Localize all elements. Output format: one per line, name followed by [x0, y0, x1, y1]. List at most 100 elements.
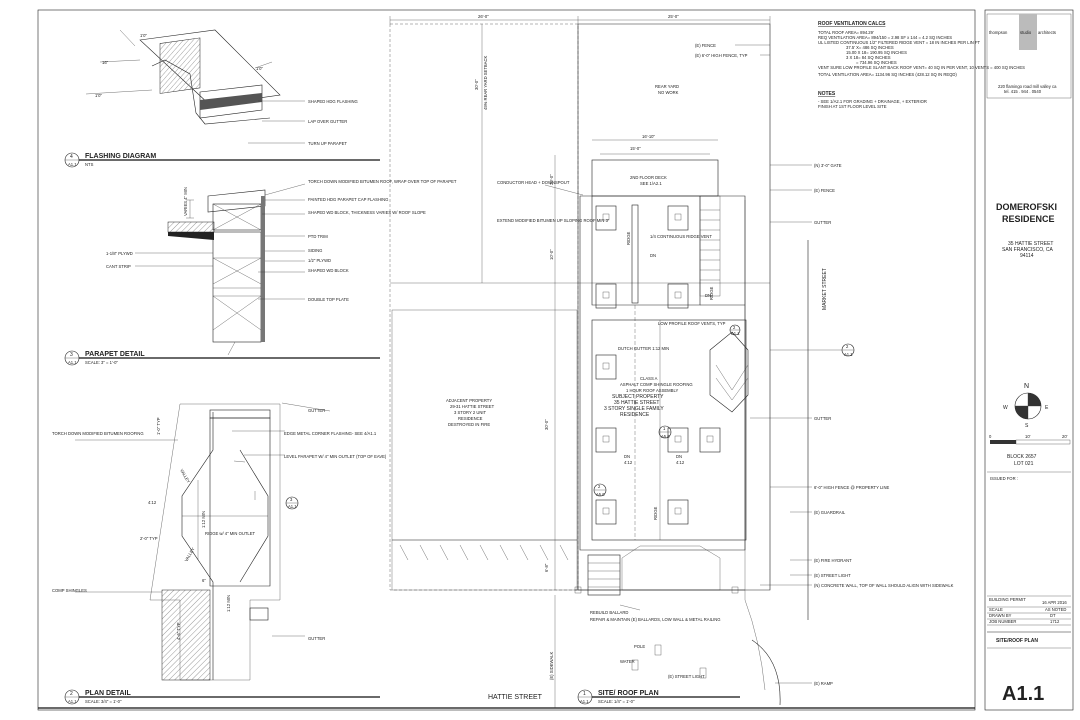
section-marker-c: 2 A5.0 [593, 483, 607, 497]
svg-text:POLE: POLE [634, 644, 645, 649]
firm-address: 220 flamingo road mill valley ca [998, 84, 1057, 89]
parapet-callout-8: DOUBLE TOP PLATE [308, 297, 349, 302]
svg-text:3 STORY 2 UNIT: 3 STORY 2 UNIT [454, 410, 487, 415]
svg-text:1712: 1712 [1050, 619, 1060, 624]
project-name-1: DOMEROFSKI [996, 202, 1057, 212]
svg-text:UL LISTED CONTINUOUS 1/2" FILT: UL LISTED CONTINUOUS 1/2" FILTERED RIDGE… [818, 40, 981, 45]
flashing-diagram: 1'0" 16" 1'0" 1'0" SHAPED HDG FLASHING L… [85, 29, 358, 146]
svg-text:VALLEY: VALLEY [179, 468, 191, 484]
parapet-scale: SCALE: 3" = 1'-0" [85, 360, 118, 365]
flashing-callout-3: TURN UP PARAPET [308, 141, 347, 146]
firm-phone: tel. 415 . 944 . 0540 [1004, 89, 1042, 94]
flashing-callout-1: SHAPED HDG FLASHING [308, 99, 358, 104]
parapet-callout-4: PTD TRIM [308, 234, 328, 239]
plan-callout-right-2: EDGE METAL CORNER FLASHING- SEE 4/A1.1 [284, 431, 377, 436]
svg-text:= 734.96 SQ INCHES: = 734.96 SQ INCHES [856, 60, 897, 65]
flashing-dim-1: 1'0" [140, 33, 147, 38]
svg-text:4'-6" TYP: 4'-6" TYP [176, 622, 181, 640]
svg-text:(E) GUARDRAIL: (E) GUARDRAIL [814, 510, 846, 515]
svg-text:A1.1: A1.1 [731, 331, 740, 336]
issued-for: ISSUED FOR : [990, 476, 1018, 481]
svg-text:6'-0" HIGH FENCE @ PROPERTY LI: 6'-0" HIGH FENCE @ PROPERTY LINE [814, 485, 889, 490]
svg-text:4: 4 [70, 154, 73, 160]
svg-text:WATER: WATER [620, 659, 635, 664]
firm-name-c: architects [1038, 30, 1056, 35]
svg-text:4:12: 4:12 [148, 500, 157, 505]
site-plan-title: 1 A1.1 SITE/ ROOF PLAN SCALE: 1/4" = 1'-… [577, 689, 740, 705]
flashing-scale: NTS [85, 162, 94, 167]
svg-text:RIDGE: RIDGE [626, 232, 631, 245]
project-name-2: RESIDENCE [1002, 214, 1055, 224]
svg-text:W: W [1003, 405, 1008, 411]
sheet-title: SITE/ROOF PLAN [996, 638, 1038, 644]
svg-text:SEE 1/A2.1: SEE 1/A2.1 [640, 181, 662, 186]
svg-text:DRAWN BY: DRAWN BY [989, 613, 1012, 618]
svg-text:37.5' X= 486 SQ INCHES: 37.5' X= 486 SQ INCHES [846, 45, 894, 50]
svg-text:A1.1: A1.1 [580, 699, 589, 704]
section-marker-d: 2 A1.1 [729, 324, 741, 336]
parapet-title-text: PARAPET DETAIL [85, 351, 145, 358]
parapet-callout-7: SHAPED WD BLOCK [308, 268, 349, 273]
svg-text:DN: DN [705, 293, 711, 298]
svg-text:(E) STREET LIGHT: (E) STREET LIGHT [814, 573, 851, 578]
vent-calcs-title: ROOF VENTILATION CALCS [818, 21, 886, 27]
svg-text:GUTTER: GUTTER [814, 416, 831, 421]
parapet-callout-left-1: 1-1/8" PLYWD [106, 251, 133, 256]
scale-bar: 0 10' 20' [989, 434, 1071, 445]
svg-text:(E) STREET LIGHT: (E) STREET LIGHT [668, 674, 705, 679]
parapet-dim: VARIES 4" MIN [183, 187, 188, 216]
parapet-callout-left-2: CANT STRIP [106, 264, 131, 269]
roof-vent-calcs: ROOF VENTILATION CALCS TOTAL ROOF AREA= … [818, 21, 1025, 109]
adjacent-property: ADJACENT PROPERTY [446, 398, 492, 403]
parapet-detail: VARIES 4" MIN TORCH DOWN MODIFIED BITUME… [106, 179, 457, 356]
conductor-head-note: CONDUCTOR HEAD + DOWNSPOUT [497, 180, 570, 185]
plan-detail: 3 A1.1 TORCH DOWN MODIFIED BITUMEN ROOFI… [52, 402, 387, 681]
parapet-title: 3 A1.1 PARAPET DETAIL SCALE: 3" = 1'-0" [64, 350, 380, 366]
svg-text:LOW PROFILE ROOF VENTS, TYP: LOW PROFILE ROOF VENTS, TYP [658, 321, 726, 326]
svg-text:FINISH AT 1ST FLOOR LEVEL SITE: FINISH AT 1ST FLOOR LEVEL SITE [818, 104, 887, 109]
svg-text:DT: DT [1050, 613, 1056, 618]
flashing-dim-4: 1'0" [95, 93, 102, 98]
svg-text:(N) CONCRETE WALL, TOP OF WALL: (N) CONCRETE WALL, TOP OF WALL SHOULD AL… [814, 583, 954, 588]
svg-text:0: 0 [989, 434, 992, 439]
svg-text:35 HATTIE STREET: 35 HATTIE STREET [614, 400, 659, 406]
plan-marker-num: 3 [290, 497, 293, 502]
plan-callout-right-1: GUTTER [308, 408, 325, 413]
svg-text:30'-0": 30'-0" [474, 79, 479, 90]
svg-text:RESIDENCE: RESIDENCE [458, 416, 483, 421]
deck-label: 2ND FLOOR DECK [630, 175, 667, 180]
rear-yard-label: REAR YARD [655, 84, 679, 89]
svg-text:RIDGE: RIDGE [653, 507, 658, 520]
svg-text:1: 1 [583, 691, 586, 697]
north-arrow-icon: N W E S [1003, 383, 1049, 429]
svg-text:1:12 MIN: 1:12 MIN [226, 595, 231, 612]
block-number: BLOCK 2657 [1007, 454, 1037, 460]
plan-callout-left-1: TORCH DOWN MODIFIED BITUMEN ROOFING [52, 431, 144, 436]
svg-text:- SEE 1/A2.1 FOR GRADING + DRA: - SEE 1/A2.1 FOR GRADING + DRAINAGE, + E… [818, 99, 927, 104]
svg-text:BUILDING PERMIT: BUILDING PERMIT [989, 597, 1026, 602]
svg-text:94114: 94114 [1020, 253, 1034, 259]
svg-text:SCALE: SCALE [989, 607, 1003, 612]
svg-text:A1.1: A1.1 [844, 352, 853, 357]
svg-text:2: 2 [733, 325, 736, 330]
firm-name-a: thompson [989, 30, 1008, 35]
plan-marker-ref: A1.1 [288, 504, 297, 509]
svg-text:TOTAL ROOF AREA= 894.29': TOTAL ROOF AREA= 894.29' [818, 30, 874, 35]
plan-callout-left-2: COMP SHINGLES [52, 588, 87, 593]
flashing-callout-2: LAP OVER GUTTER [308, 119, 347, 124]
svg-text:JOB NUMBER: JOB NUMBER [989, 619, 1016, 624]
svg-text:29-31 HATTIE STREET: 29-31 HATTIE STREET [450, 404, 495, 409]
svg-text:(E) 6'-0" HIGH FENCE, TYP: (E) 6'-0" HIGH FENCE, TYP [695, 53, 748, 58]
svg-text:TOTAL VENTILATION AREA= 1134.9: TOTAL VENTILATION AREA= 1134.96 SQ INCHE… [818, 72, 957, 77]
svg-text:REBUILD BALLARD: REBUILD BALLARD [590, 610, 628, 615]
svg-text:AS NOTED: AS NOTED [1045, 607, 1066, 612]
svg-text:E: E [1045, 405, 1049, 411]
hattie-street: HATTIE STREET [488, 694, 543, 701]
svg-text:N: N [1024, 383, 1029, 390]
svg-text:4:12: 4:12 [676, 460, 685, 465]
flashing-title-text: FLASHING DIAGRAM [85, 153, 156, 160]
svg-text:(E) RAMP: (E) RAMP [814, 681, 833, 686]
svg-text:6'-8": 6'-8" [544, 563, 549, 572]
svg-text:A1.1: A1.1 [68, 360, 77, 365]
